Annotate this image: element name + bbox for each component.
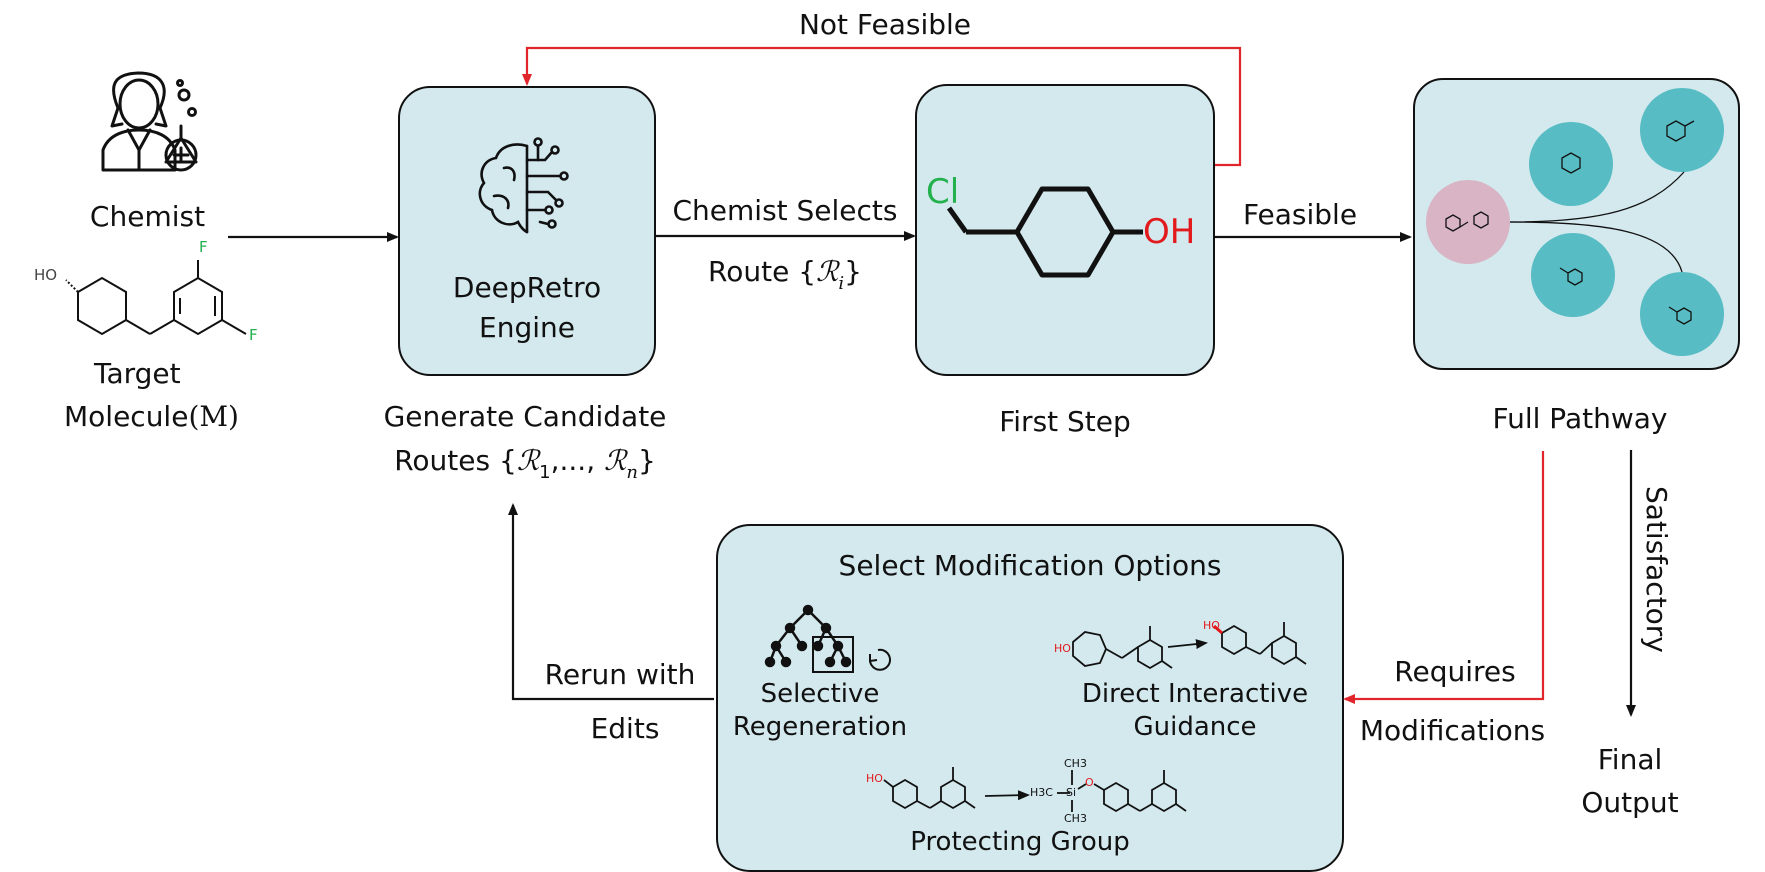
chemist-label: Chemist	[89, 200, 206, 233]
chemist-selects-label: Chemist Selects	[672, 194, 898, 227]
direct-guidance-line2: Guidance	[1133, 712, 1257, 742]
target-molecule	[65, 260, 247, 336]
target-f-atom-right: F	[249, 326, 258, 344]
target-molecule-label-line1: Target	[94, 357, 181, 390]
protecting-h3c-group: H3C	[1030, 786, 1053, 799]
guidance-ho-atom-right: HO	[1203, 619, 1220, 632]
not-feasible-label: Not Feasible	[798, 8, 972, 41]
routes-suffix: }	[637, 444, 656, 477]
first-step-cl-atom: Cl	[926, 172, 960, 212]
selective-regeneration-line1: Selective	[760, 679, 880, 709]
generate-candidate-label-line2: Routes {ℛ1,..., ℛn}	[370, 444, 680, 483]
route-suffix: }	[844, 255, 862, 288]
protecting-si-atom: Si	[1066, 786, 1077, 799]
arrow-requires-modifications	[1343, 451, 1545, 704]
tree-regeneration-icon	[764, 604, 891, 673]
protecting-ch3-bottom: CH3	[1064, 812, 1087, 825]
target-molecule-symbol: (M)	[188, 400, 239, 433]
routes-prefix: Routes {	[394, 444, 517, 477]
target-f-atom-top: F	[199, 238, 208, 256]
route-subscript: i	[838, 273, 845, 294]
modification-options-box	[716, 524, 1344, 872]
protecting-group-label: Protecting Group	[910, 827, 1130, 857]
protecting-group-molecules	[883, 767, 1187, 813]
modifications-label: Modifications	[1359, 714, 1546, 747]
route-ri-label: Route {ℛi}	[700, 255, 870, 294]
final-output-label-line1: Final	[1597, 743, 1663, 776]
guidance-molecules	[1072, 622, 1307, 670]
brain-circuit-icon	[478, 137, 569, 234]
first-step-molecule	[946, 186, 1143, 278]
engine-label-line2: Engine	[479, 311, 575, 344]
final-output-label-line2: Output	[1581, 786, 1679, 819]
target-molecule-word: Molecule	[64, 400, 189, 433]
protecting-ho-atom: HO	[866, 772, 883, 785]
arrow-rerun-with-edits	[508, 503, 714, 701]
first-step-label: First Step	[999, 405, 1131, 438]
feasible-label: Feasible	[1242, 198, 1358, 231]
route-symbol: ℛ	[816, 255, 839, 288]
route-subscript-n: n	[626, 462, 638, 483]
satisfactory-label: Satisfactory	[1640, 486, 1673, 653]
first-step-oh-atom: OH	[1143, 212, 1196, 252]
selective-regeneration-line2: Regeneration	[732, 712, 908, 742]
modification-options-title: Select Modification Options	[838, 549, 1222, 582]
route-prefix: Route {	[708, 255, 817, 288]
protecting-o-atom: O	[1085, 776, 1094, 789]
route-subscript-1: 1	[539, 462, 551, 483]
engine-label-line1: DeepRetro	[452, 271, 602, 304]
rerun-with-label: Rerun with	[544, 658, 696, 691]
edits-label: Edits	[590, 712, 660, 745]
target-ho-atom: HO	[34, 266, 58, 284]
protecting-ch3-top: CH3	[1064, 757, 1087, 770]
direct-guidance-line1: Direct Interactive	[1081, 679, 1309, 709]
full-pathway-label: Full Pathway	[1492, 402, 1668, 435]
arrow-not-feasible	[522, 46, 1242, 167]
requires-label: Requires	[1394, 655, 1516, 688]
route-symbol-n: ℛ	[604, 444, 627, 477]
guidance-ho-atom-left: HO	[1054, 642, 1071, 655]
pathway-tree	[1426, 88, 1724, 356]
route-symbol-1: ℛ	[516, 444, 540, 477]
routes-ellipsis: ,...,	[550, 444, 605, 477]
generate-candidate-label-line1: Generate Candidate	[383, 400, 667, 433]
chemist-icon	[101, 71, 198, 172]
target-molecule-label-line2: Molecule(M)	[64, 400, 239, 434]
